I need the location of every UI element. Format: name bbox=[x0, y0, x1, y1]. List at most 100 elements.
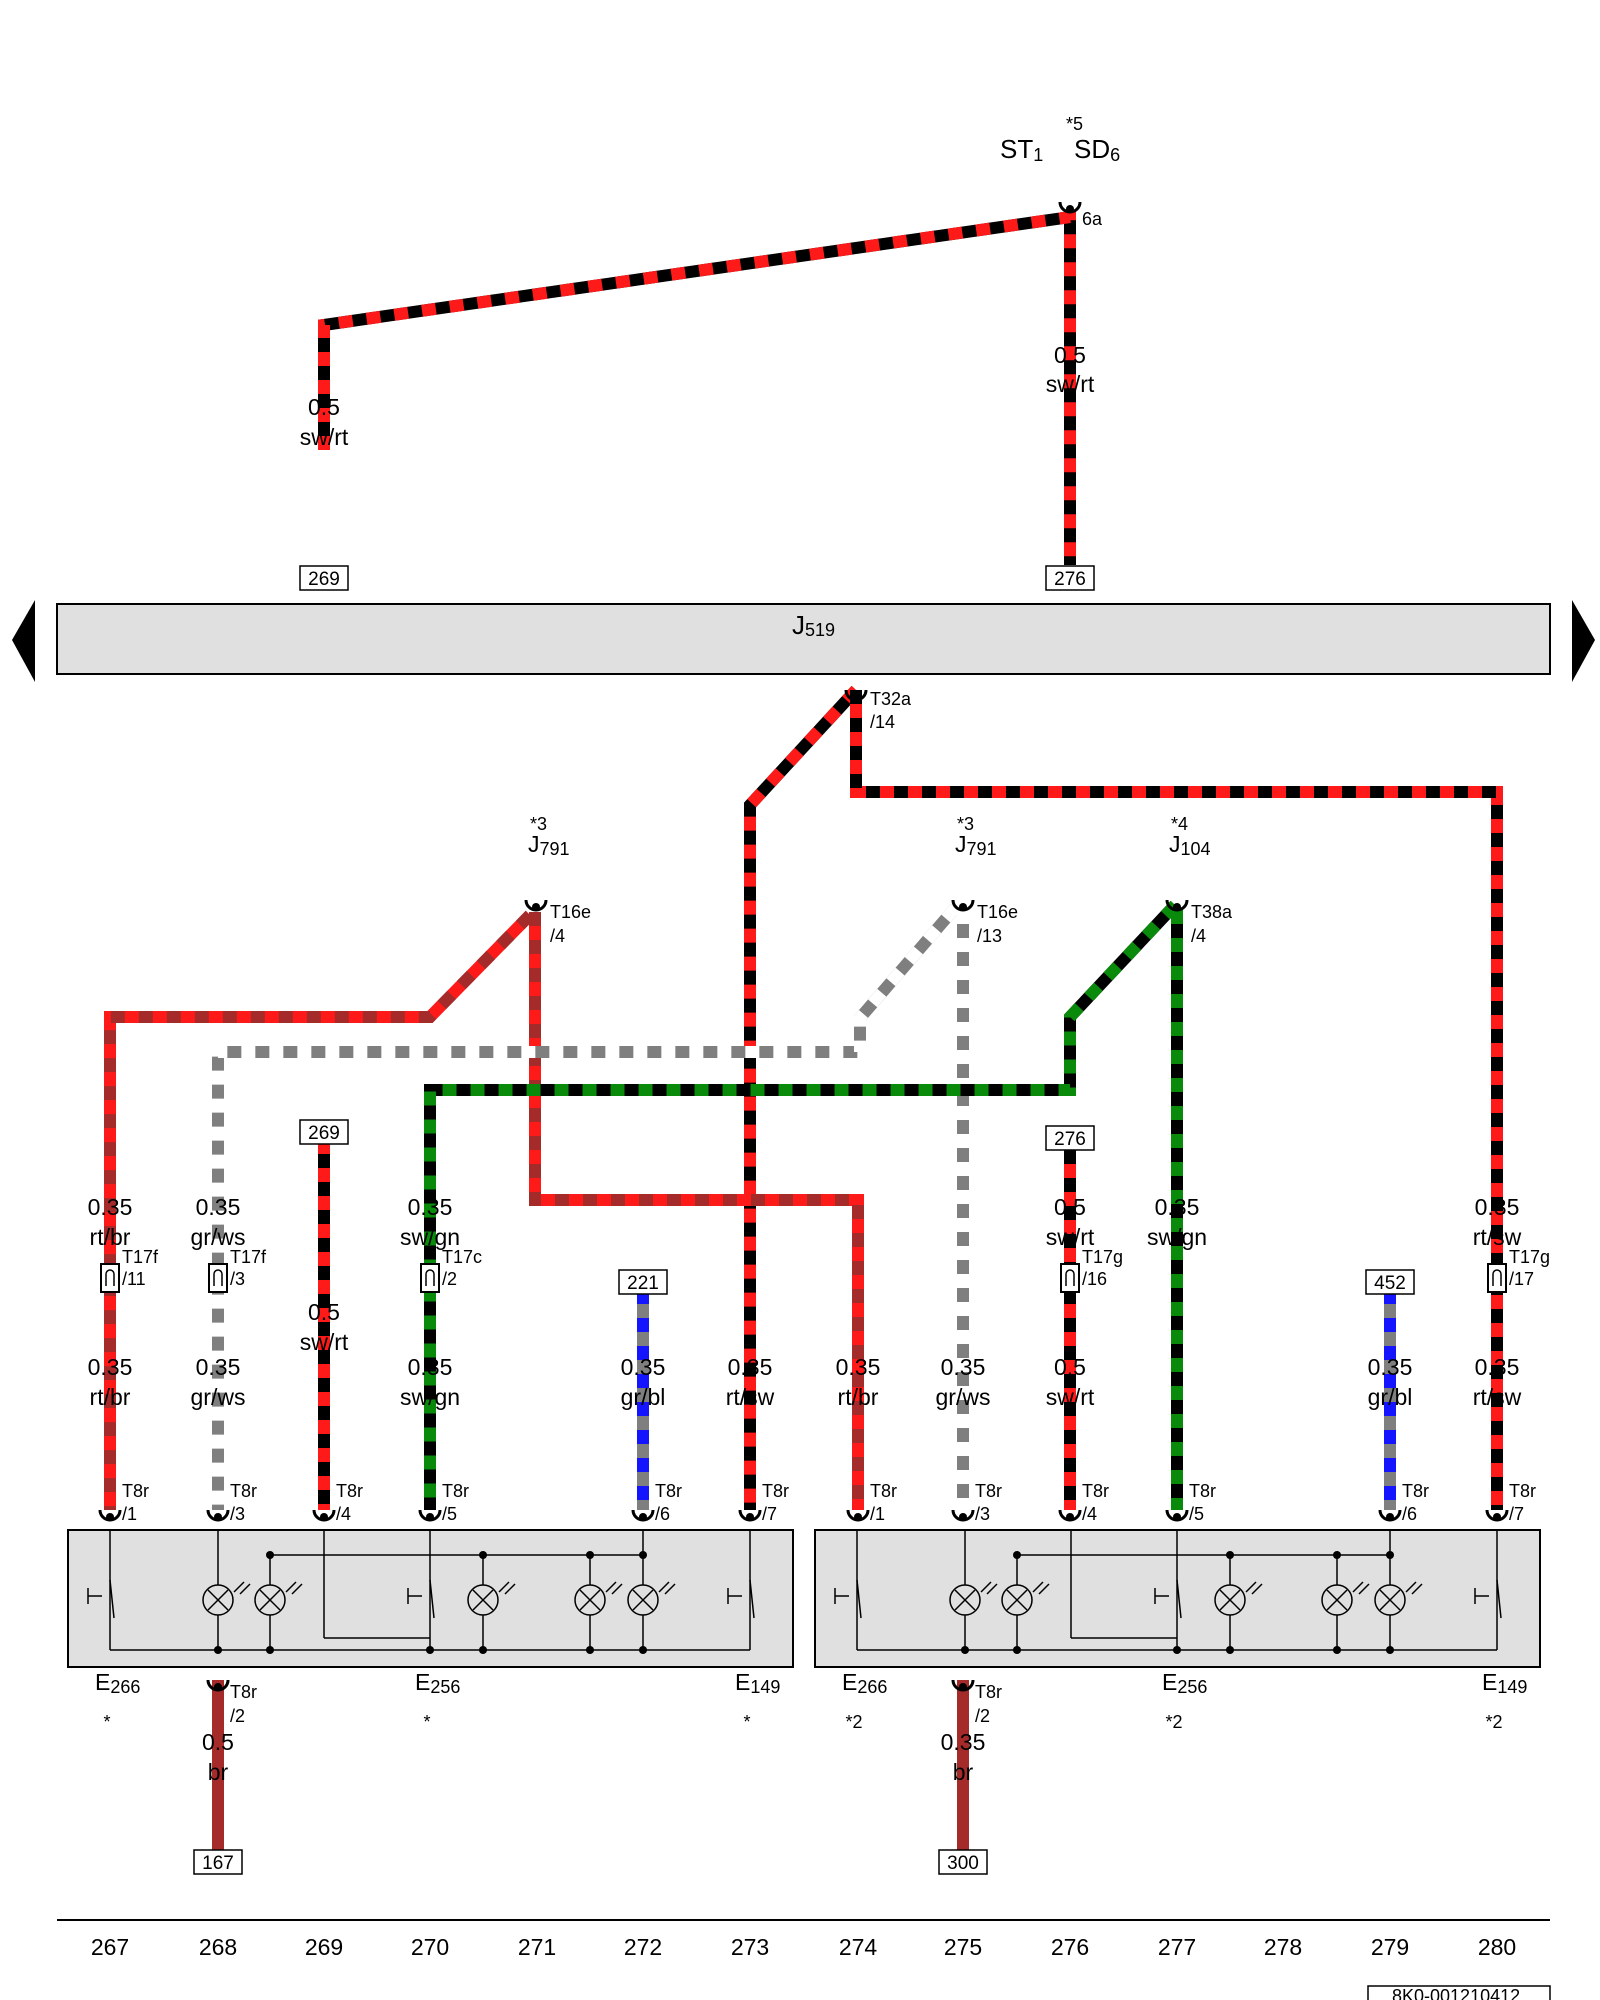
wire-267-upper-color: rt/br bbox=[90, 1224, 131, 1250]
lamp-0-4 bbox=[574, 1581, 623, 1616]
wire-280-lower-size: 0.35 bbox=[1475, 1354, 1520, 1380]
wire-273-lower-size: 0.35 bbox=[728, 1354, 773, 1380]
junction-dot bbox=[1226, 1646, 1234, 1654]
page-next-arrow-icon[interactable] bbox=[1572, 600, 1595, 682]
svg-text:269: 269 bbox=[308, 569, 340, 590]
module-pin-280[interactable] bbox=[1485, 1509, 1509, 1522]
inline-conn-276[interactable] bbox=[1060, 1263, 1080, 1293]
inline-conn-276-pin: /16 bbox=[1082, 1269, 1107, 1289]
junction-dot bbox=[639, 1646, 647, 1654]
svg-text:452: 452 bbox=[1374, 1273, 1406, 1294]
upper-pinno-1: /13 bbox=[977, 926, 1002, 946]
inline-conn-276-label: T17g bbox=[1082, 1247, 1123, 1267]
page-prev-arrow-icon[interactable] bbox=[12, 600, 35, 682]
module-pin-269[interactable] bbox=[312, 1509, 336, 1522]
junction-dot bbox=[266, 1551, 274, 1559]
inline-conn-270[interactable] bbox=[420, 1263, 440, 1293]
column-number: 271 bbox=[518, 1934, 556, 1960]
module-pin-273[interactable] bbox=[738, 1509, 762, 1522]
junction-dot bbox=[1013, 1551, 1021, 1559]
module-pin-276-conn: T8r bbox=[1082, 1481, 1109, 1501]
module-pin-268[interactable] bbox=[206, 1509, 230, 1522]
ref-269-col[interactable]: 269 bbox=[299, 1119, 349, 1145]
lamp-1-2 bbox=[1001, 1581, 1050, 1616]
module-pin-274[interactable] bbox=[846, 1509, 870, 1522]
wire-268-upper-size: 0.35 bbox=[196, 1194, 241, 1220]
inline-conn-268-pin: /3 bbox=[230, 1269, 245, 1289]
wire-277-upper-size: 0.35 bbox=[1155, 1194, 1200, 1220]
lamp-1-5 bbox=[1374, 1581, 1423, 1616]
module-0-label-0: E266 bbox=[95, 1669, 140, 1697]
column-number: 274 bbox=[839, 1934, 878, 1960]
junction-dot bbox=[1333, 1646, 1341, 1654]
ref-269-top[interactable]: 269 bbox=[299, 565, 349, 591]
ref-221-col[interactable]: 221 bbox=[618, 1269, 668, 1295]
wire-277-upper-color: sw/gn bbox=[1147, 1224, 1207, 1250]
pin-6a[interactable] bbox=[1058, 201, 1082, 214]
svg-text:276: 276 bbox=[1054, 1129, 1086, 1150]
ground-ref-0[interactable]: 167 bbox=[193, 1849, 243, 1875]
control-unit-j519[interactable] bbox=[56, 603, 1551, 675]
inline-conn-270-label: T17c bbox=[442, 1247, 482, 1267]
wire-274-lower-size: 0.35 bbox=[836, 1354, 881, 1380]
module-pin-279[interactable] bbox=[1378, 1509, 1402, 1522]
wire-268-lower-color: gr/ws bbox=[191, 1384, 246, 1410]
column-number: 268 bbox=[199, 1934, 237, 1960]
ref-276-top[interactable]: 276 bbox=[1045, 565, 1095, 591]
module-pin-280-no: /7 bbox=[1509, 1504, 1524, 1524]
wire-270-upper-size: 0.35 bbox=[408, 1194, 453, 1220]
upper-note-0: *3 bbox=[530, 814, 547, 834]
module-pin-275-conn: T8r bbox=[975, 1481, 1002, 1501]
module-pin-273-conn: T8r bbox=[762, 1481, 789, 1501]
module-pin-272[interactable] bbox=[631, 1509, 655, 1522]
wire-top-sw-rt bbox=[318, 210, 1076, 565]
upper-note-2: *4 bbox=[1171, 814, 1188, 834]
ground-size-0: 0.5 bbox=[202, 1729, 234, 1755]
wire-272-lower-color: gr/bl bbox=[621, 1384, 666, 1410]
module-pin-273-no: /7 bbox=[762, 1504, 777, 1524]
wire-267-upper-size: 0.35 bbox=[88, 1194, 133, 1220]
wire-gr-ws-stripe bbox=[212, 904, 960, 1510]
upper-j-2: J104 bbox=[1169, 831, 1211, 859]
upper-pin-2[interactable] bbox=[1165, 899, 1189, 912]
module-pin-268-no: /3 bbox=[230, 1504, 245, 1524]
inline-conn-267[interactable] bbox=[100, 1263, 120, 1293]
ref-276-col[interactable]: 276 bbox=[1045, 1125, 1095, 1151]
upper-pin-0[interactable] bbox=[524, 899, 548, 912]
ground-pin-1[interactable] bbox=[951, 1679, 975, 1692]
module-pin-279-no: /6 bbox=[1402, 1504, 1417, 1524]
upper-pin-1[interactable] bbox=[951, 899, 975, 912]
column-number: 280 bbox=[1478, 1934, 1516, 1960]
module-pin-277[interactable] bbox=[1165, 1509, 1189, 1522]
junction-dot bbox=[479, 1551, 487, 1559]
doc-id: 8K0-001210412 bbox=[1392, 1986, 1520, 2000]
ref-452-col[interactable]: 452 bbox=[1365, 1269, 1415, 1295]
inline-conn-268-label: T17f bbox=[230, 1247, 267, 1267]
inline-conn-268[interactable] bbox=[208, 1263, 228, 1293]
wire-274-lower-color: rt/br bbox=[838, 1384, 879, 1410]
module-pin-276[interactable] bbox=[1058, 1509, 1082, 1522]
module-pin-270[interactable] bbox=[418, 1509, 442, 1522]
junction-dot bbox=[426, 1646, 434, 1654]
svg-text:269: 269 bbox=[308, 1123, 340, 1144]
module-pin-275-no: /3 bbox=[975, 1504, 990, 1524]
module-0-note-1: * bbox=[423, 1712, 430, 1732]
wire-270-lower-color: sw/gn bbox=[400, 1384, 460, 1410]
upper-conn-0: T16e bbox=[550, 902, 591, 922]
upper-note-1: *3 bbox=[957, 814, 974, 834]
top-right-color: sw/rt bbox=[1046, 371, 1095, 397]
junction-dot bbox=[1386, 1551, 1394, 1559]
svg-text:276: 276 bbox=[1054, 569, 1086, 590]
ground-pin-0[interactable] bbox=[206, 1679, 230, 1692]
inline-conn-280[interactable] bbox=[1487, 1263, 1507, 1293]
doc-id-box bbox=[1367, 1985, 1551, 2000]
junction-dot bbox=[586, 1646, 594, 1654]
module-pin-267[interactable] bbox=[98, 1509, 122, 1522]
wire-280-upper-color: rt/sw bbox=[1473, 1224, 1522, 1250]
ground-ref-1[interactable]: 300 bbox=[938, 1849, 988, 1875]
module-pin-275[interactable] bbox=[951, 1509, 975, 1522]
ground-color-1: br bbox=[953, 1759, 974, 1785]
pin-t32a[interactable] bbox=[844, 689, 868, 702]
ground-conn-0: T8r bbox=[230, 1682, 257, 1702]
